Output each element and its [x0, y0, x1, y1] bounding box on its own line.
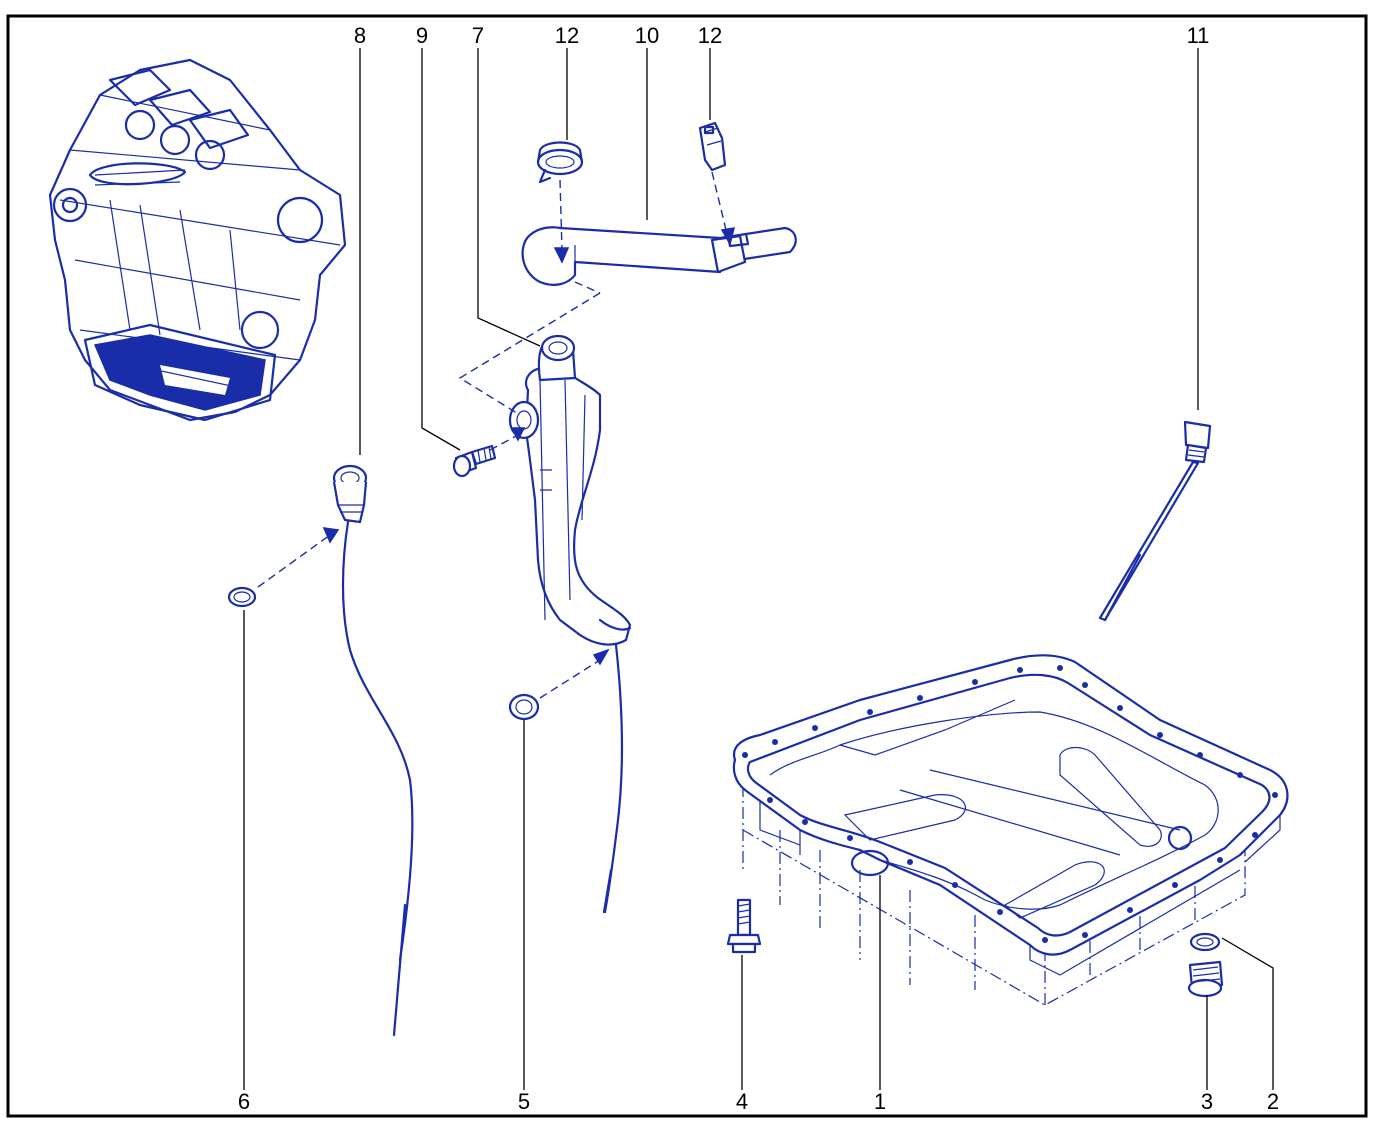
dipstick-o-ring: [227, 586, 257, 608]
dipstick-tube: [508, 334, 632, 914]
callout-6: 6: [238, 1089, 250, 1114]
tube-o-ring: [508, 693, 540, 721]
leader-lines: [243, 48, 1274, 1090]
callout-5: 5: [518, 1089, 530, 1114]
callout-labels: 8 9 7 12 10 12 11 6 5 4 1 3 2: [238, 23, 1279, 1114]
diagram-border: [6, 14, 1368, 1118]
oil-pan: [732, 654, 1289, 1006]
oil-level-sensor: [1098, 420, 1212, 622]
callout-4: 4: [736, 1089, 748, 1114]
drain-plug-gasket: [1189, 932, 1221, 952]
callout-8: 8: [354, 23, 366, 48]
tube-mounting-bolt: [452, 444, 497, 478]
callout-9: 9: [416, 23, 428, 48]
callout-12-right: 12: [698, 23, 722, 48]
drain-plug: [1187, 960, 1224, 998]
callout-7: 7: [472, 23, 484, 48]
callout-10: 10: [635, 23, 659, 48]
oil-dipstick: [332, 464, 414, 1037]
callout-12-left: 12: [555, 23, 579, 48]
hose-clamp-left: [536, 141, 584, 184]
hose-clamp-right: [698, 121, 727, 172]
oil-pan-bolt: [726, 898, 762, 954]
callout-1: 1: [874, 1089, 886, 1114]
engine-assembly-illustration: [48, 58, 347, 422]
callout-2: 2: [1267, 1089, 1279, 1114]
ventilation-hose: [521, 226, 797, 286]
assembly-guide-lines: [257, 171, 736, 699]
callout-11: 11: [1187, 23, 1210, 48]
callout-3: 3: [1201, 1089, 1213, 1114]
